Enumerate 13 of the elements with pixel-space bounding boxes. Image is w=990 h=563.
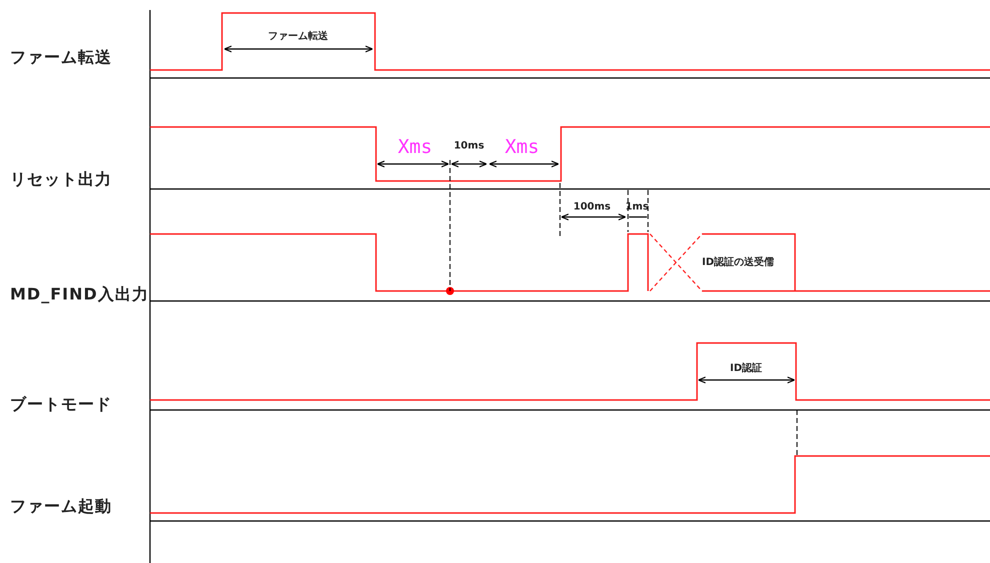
bus-label: ID認証の送受儒 — [702, 256, 774, 269]
dimension-label: 1ms — [625, 202, 649, 212]
signal-name: ファーム転送 — [10, 48, 112, 68]
signal-name: リセット出力 — [10, 170, 112, 190]
dimension-label: Xms — [398, 136, 432, 158]
signal-name: ファーム起動 — [10, 496, 112, 518]
signal-name: MD_FIND入出力 — [10, 284, 149, 306]
dimension-label: ID認証 — [730, 362, 762, 375]
dimension-label: Xms — [504, 136, 540, 158]
signal-name: ブートモード — [10, 394, 112, 416]
dimension-label: 10ms — [454, 140, 484, 152]
dimension-label: ファーム転送 — [268, 30, 328, 43]
dimension-label: 100ms — [573, 202, 611, 212]
